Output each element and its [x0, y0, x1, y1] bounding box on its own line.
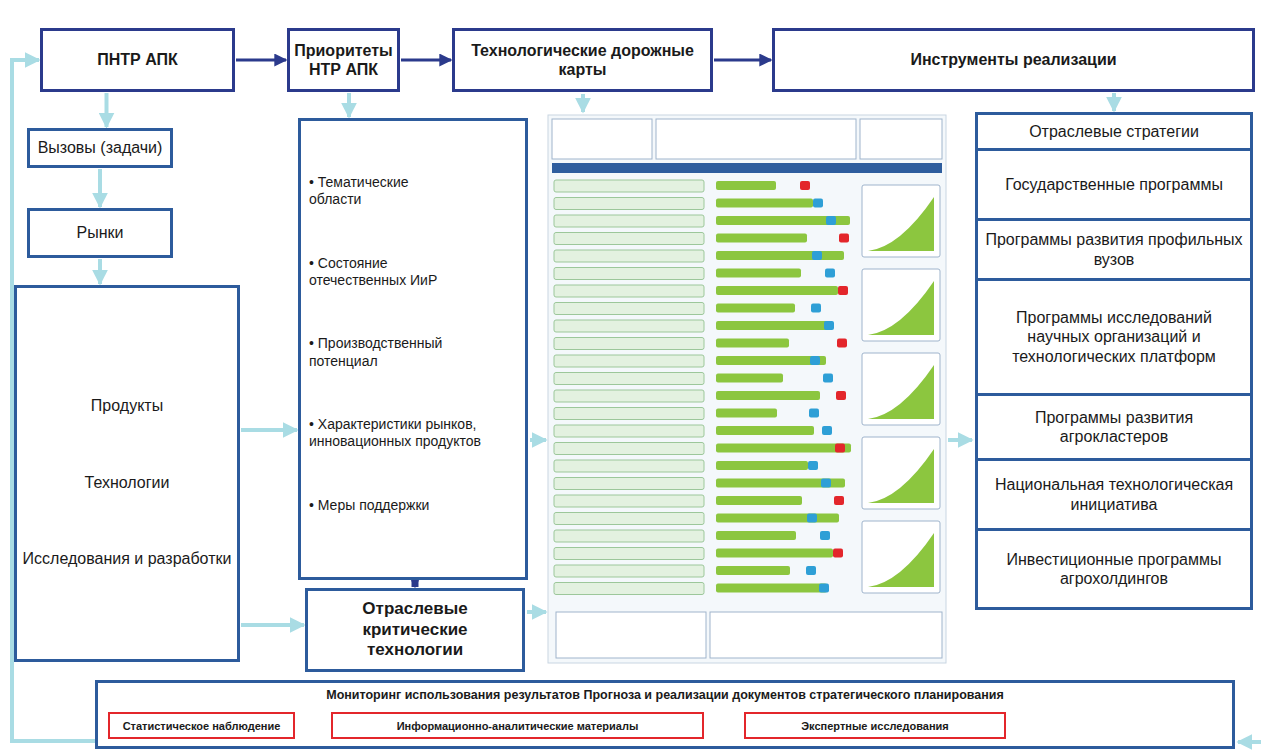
connector-arrow: [347, 93, 351, 117]
connector-arrow: [412, 581, 419, 587]
node-label: Исследования и разработки: [23, 549, 232, 568]
connector-arrow: [236, 59, 286, 62]
node-label: Экспертные исследования: [801, 720, 948, 732]
process-box: Государственные программы: [975, 148, 1253, 221]
node-label: Технологические дорожные карты: [461, 41, 704, 79]
node-label: ПНТР АПК: [97, 50, 178, 69]
text-node: Технологии: [17, 468, 237, 498]
header-box: Приоритеты НТР АПК: [287, 28, 400, 92]
list-item: • Тематические области: [309, 174, 459, 209]
connector-arrow: [714, 59, 771, 62]
source-box: Информационно-аналитические материалы: [331, 712, 704, 739]
node-label: Программы развития агрокластеров: [984, 408, 1244, 446]
connector-arrow: [105, 93, 109, 127]
node-label: Продукты: [91, 396, 163, 415]
monitoring-band: Мониторинг использования результатов Про…: [95, 680, 1235, 749]
node-label: Информационно-аналитические материалы: [397, 720, 639, 732]
list-item: • Характеристики рынков, инновационных п…: [309, 416, 485, 451]
connector-arrow: [98, 169, 102, 207]
node-label: Национальная технологическая инициатива: [984, 475, 1244, 513]
node-label: Приоритеты НТР АПК: [294, 41, 393, 79]
list-item: • Состояние отечественных ИиР: [309, 255, 485, 290]
process-box: Инвестиционные программы агрохолдингов: [975, 528, 1253, 610]
connector-arrow: [241, 623, 304, 627]
process-box: Вызовы (задачи): [27, 128, 173, 168]
node-label: Отраслевые стратегии: [1029, 122, 1199, 141]
node-label: Мониторинг использования результатов Про…: [326, 688, 1004, 702]
process-box: Национальная технологическая инициатива: [975, 458, 1253, 531]
text-node: Продукты: [17, 391, 237, 421]
text-node: Исследования и разработки: [17, 534, 237, 584]
list-box: • Тематические области • Состояние отечес…: [298, 118, 528, 580]
group-box: ПродуктыТехнологииИсследования и разрабо…: [14, 285, 240, 662]
list-item: • Производственный потенциал: [309, 335, 485, 370]
header-box: Инструменты реализации: [772, 28, 1255, 92]
node-label: Инвестиционные программы агрохолдингов: [984, 550, 1244, 588]
process-box: Программы развития агрокластеров: [975, 393, 1253, 461]
header-box: ПНТР АПК: [40, 28, 235, 92]
node-label: Государственные программы: [1005, 175, 1223, 194]
connector-arrow: [1112, 93, 1116, 111]
header-box: Технологические дорожные карты: [452, 28, 713, 92]
node-label: Статистическое наблюдение: [123, 720, 281, 732]
node-label: Вызовы (задачи): [38, 138, 163, 157]
connector-arrow: [98, 259, 102, 284]
connector-arrow: [401, 59, 451, 62]
node-label: Программы исследований научных организац…: [984, 308, 1244, 366]
source-box: Экспертные исследования: [744, 712, 1006, 739]
connector-arrow: [241, 428, 297, 432]
node-label: Отраслевые критические технологии: [314, 599, 516, 660]
process-box: Рынки: [27, 208, 173, 258]
process-box: Отраслевые стратегии: [975, 112, 1253, 151]
node-label: Рынки: [77, 223, 124, 242]
node-label: Технологии: [85, 473, 170, 492]
source-box: Статистическое наблюдение: [108, 712, 295, 739]
list-item: • Меры поддержки: [309, 497, 429, 515]
process-box: Программы развития профильных вузов: [975, 218, 1253, 281]
process-box: Программы исследований научных организац…: [975, 278, 1253, 396]
node-label: Программы развития профильных вузов: [984, 230, 1244, 268]
node-label: Инструменты реализации: [910, 50, 1116, 69]
result-box: Отраслевые критические технологии: [305, 588, 525, 672]
